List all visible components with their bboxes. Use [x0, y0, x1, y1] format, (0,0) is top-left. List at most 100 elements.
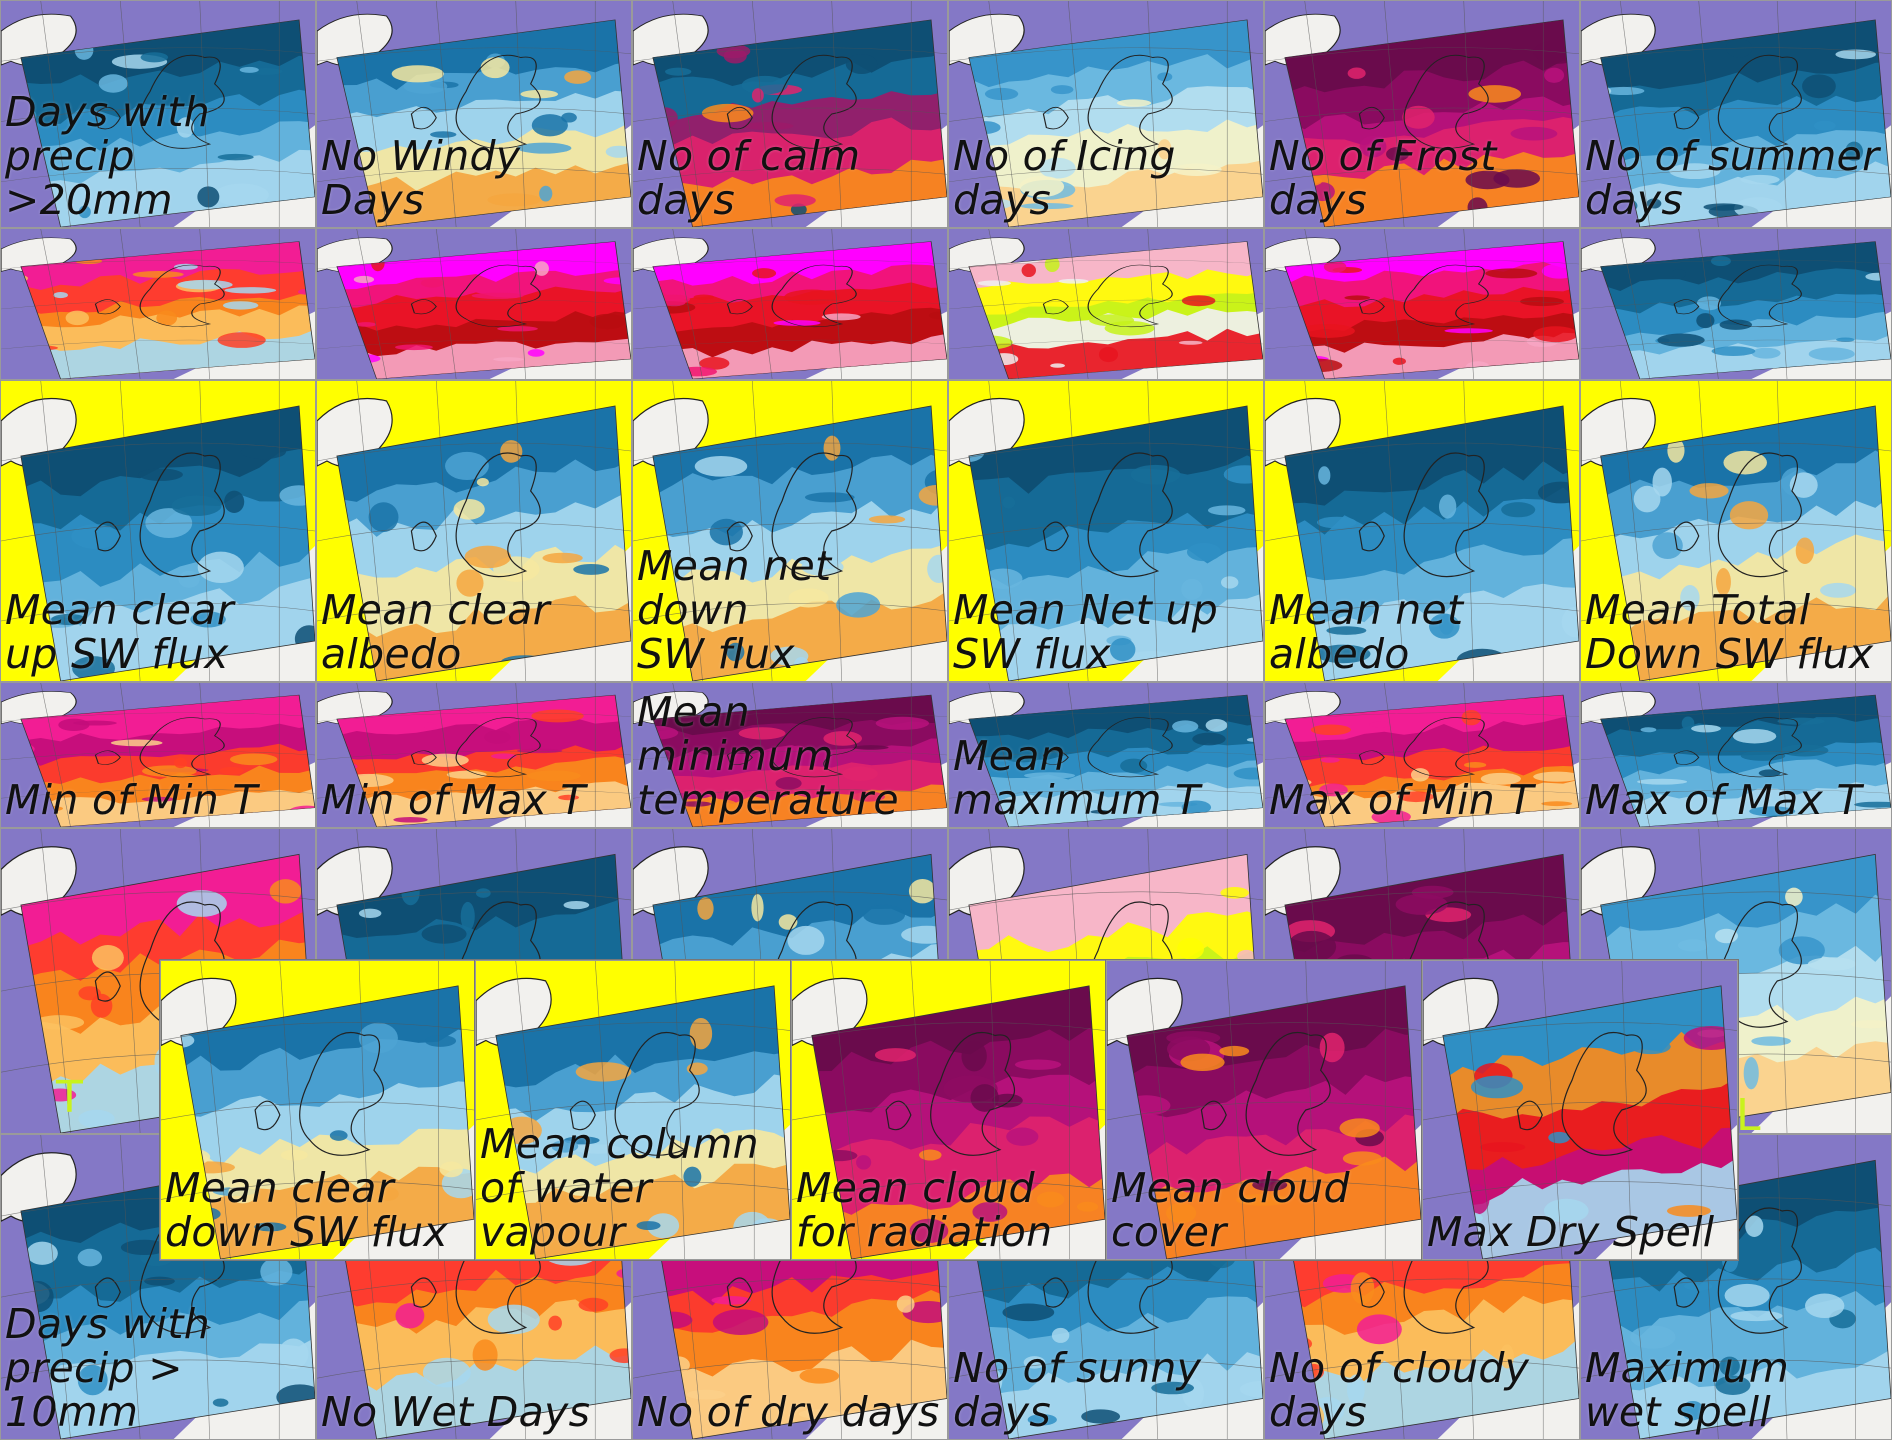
map-caption-line: days	[1585, 176, 1683, 225]
field-blob	[573, 563, 610, 575]
field-blob	[1347, 67, 1366, 79]
field-layer	[1600, 19, 1891, 227]
graticule-meridian	[1304, 381, 1335, 681]
field-blob	[1749, 806, 1796, 817]
coastline-isles	[410, 521, 437, 552]
field-layer	[652, 241, 947, 379]
graticule-parallel	[317, 751, 631, 760]
graticule-meridian	[594, 961, 616, 1259]
coastline	[455, 54, 541, 149]
map-image	[1, 683, 315, 827]
field-blob	[1711, 346, 1756, 356]
graticule-parallel	[633, 107, 947, 122]
field-blob	[1740, 174, 1780, 185]
graticule-meridian	[831, 683, 842, 827]
field-layer	[811, 985, 1105, 1259]
coastline-isles	[1673, 750, 1700, 765]
field-blob	[1589, 1036, 1605, 1048]
coastline-isles	[726, 521, 753, 552]
field-blob	[1633, 485, 1661, 513]
map-caption-line: precip > 10mm	[5, 1344, 183, 1437]
field-blob	[1326, 626, 1367, 635]
graticule-parallel	[633, 602, 947, 622]
graticule-parallel	[633, 47, 947, 62]
map-caption-line: Mean clear	[5, 586, 234, 635]
map-caption-line: Mean net	[1269, 586, 1464, 635]
field-blob	[26, 1241, 58, 1265]
field-blob	[531, 114, 568, 137]
map-image	[1, 229, 315, 379]
field-blob	[214, 183, 269, 207]
graticule-meridian	[831, 961, 862, 1259]
field-blob	[578, 1297, 609, 1312]
field-layer	[968, 695, 1263, 827]
graticule-parallel	[1, 168, 315, 183]
domain-outline	[1600, 1159, 1891, 1439]
map-image	[949, 229, 1263, 379]
field-blob	[1207, 505, 1246, 516]
graticule-meridian	[199, 683, 210, 827]
field-blob	[851, 791, 885, 802]
tile-row2-2	[316, 228, 632, 380]
field-blob	[91, 945, 124, 971]
field-blob	[1004, 753, 1040, 763]
field-blob	[1444, 328, 1493, 334]
graticule-meridian	[1621, 961, 1632, 1259]
graticule-meridian	[1698, 229, 1719, 379]
graticule-parallel	[1581, 339, 1891, 350]
field-blob	[1181, 295, 1216, 307]
field-blob	[1320, 757, 1340, 763]
map-caption-line: Mean Net up	[953, 586, 1219, 635]
field-blob	[874, 1048, 917, 1062]
field-blob	[1795, 537, 1815, 565]
field-blob	[875, 716, 930, 730]
domain-outline	[1284, 694, 1579, 827]
map-caption-line: Max of Min T	[1269, 776, 1534, 825]
field-blob	[1151, 1381, 1194, 1395]
field-blob	[770, 646, 809, 666]
graticule-parallel	[1265, 751, 1579, 760]
field-blob	[1501, 502, 1536, 518]
coastline-isles	[410, 299, 437, 315]
coastline-isles	[1673, 299, 1700, 315]
field-blob	[1205, 718, 1228, 732]
graticule-meridian	[988, 381, 1019, 681]
map-image	[633, 381, 947, 681]
field-blob	[561, 112, 577, 123]
map-image	[1581, 381, 1891, 681]
tile-row2-1	[0, 228, 316, 380]
field-blob	[856, 1155, 872, 1170]
graticule-meridian	[1541, 961, 1563, 1259]
field-blob	[977, 280, 1012, 287]
field-blob	[1667, 438, 1685, 463]
field-blob	[228, 1181, 258, 1204]
graticule-parallel	[633, 259, 947, 270]
graticule-parallel	[633, 442, 947, 462]
map-caption-line: Mean minimum	[637, 688, 834, 781]
map-caption-line: Mean clear	[165, 1164, 394, 1213]
field-blob	[1533, 326, 1579, 343]
field-blob	[726, 642, 745, 662]
map-image	[161, 961, 474, 1259]
field-blob	[1710, 256, 1731, 267]
field-blob	[1745, 1215, 1764, 1237]
field-blob	[1646, 198, 1662, 209]
field-blob	[138, 468, 183, 481]
graticule-parallel	[1265, 259, 1579, 270]
field-blob	[78, 205, 91, 219]
graticule-meridian	[988, 683, 1019, 827]
graticule-meridian	[515, 961, 546, 1259]
field-blob	[1684, 1281, 1713, 1291]
map-image	[317, 683, 631, 827]
tile-row2-5	[1264, 228, 1580, 380]
field-blob	[460, 901, 475, 931]
field-blob	[752, 268, 777, 279]
field-blob	[217, 332, 266, 348]
field-blob	[896, 1295, 915, 1313]
coastline-isles	[885, 1100, 912, 1131]
graticule-parallel	[317, 522, 631, 542]
